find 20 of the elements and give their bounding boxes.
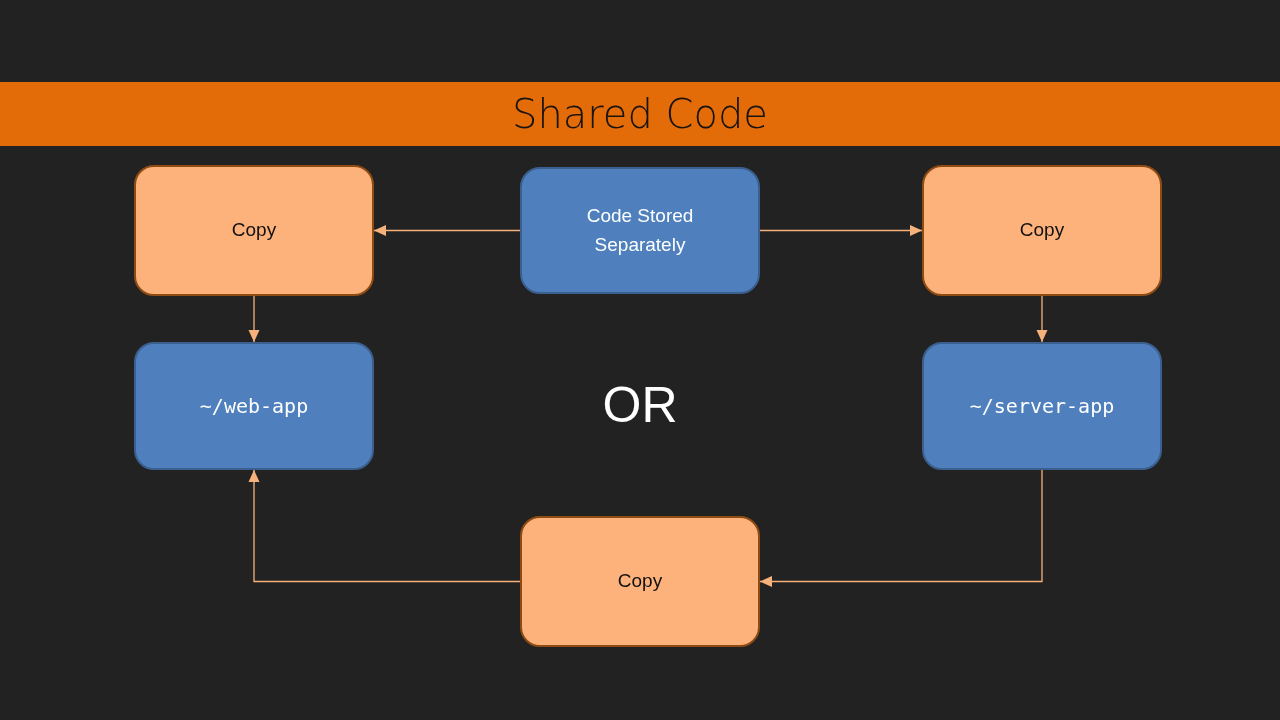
- box-label: Copy: [617, 569, 663, 594]
- arrow: [248, 469, 521, 583]
- arrow: [1036, 295, 1048, 343]
- box-label: Code Stored Separately: [585, 204, 695, 257]
- or-text: OR: [602, 380, 678, 430]
- rounded-box: [520, 516, 760, 647]
- arrow: [248, 295, 260, 343]
- rounded-box: [922, 165, 1162, 296]
- arrow: [373, 225, 521, 236]
- title-text: Shared Code: [512, 92, 768, 136]
- rounded-box: [134, 165, 374, 296]
- rounded-box: [134, 342, 374, 470]
- rounded-box: [520, 167, 760, 294]
- box-label: Copy: [1019, 218, 1065, 243]
- path-text: ~/server-app: [969, 393, 1115, 420]
- rounded-box: [922, 342, 1162, 470]
- path-text: ~/web-app: [199, 393, 309, 420]
- arrow: [759, 469, 1043, 587]
- box-label: Copy: [231, 218, 277, 243]
- arrow: [759, 225, 923, 236]
